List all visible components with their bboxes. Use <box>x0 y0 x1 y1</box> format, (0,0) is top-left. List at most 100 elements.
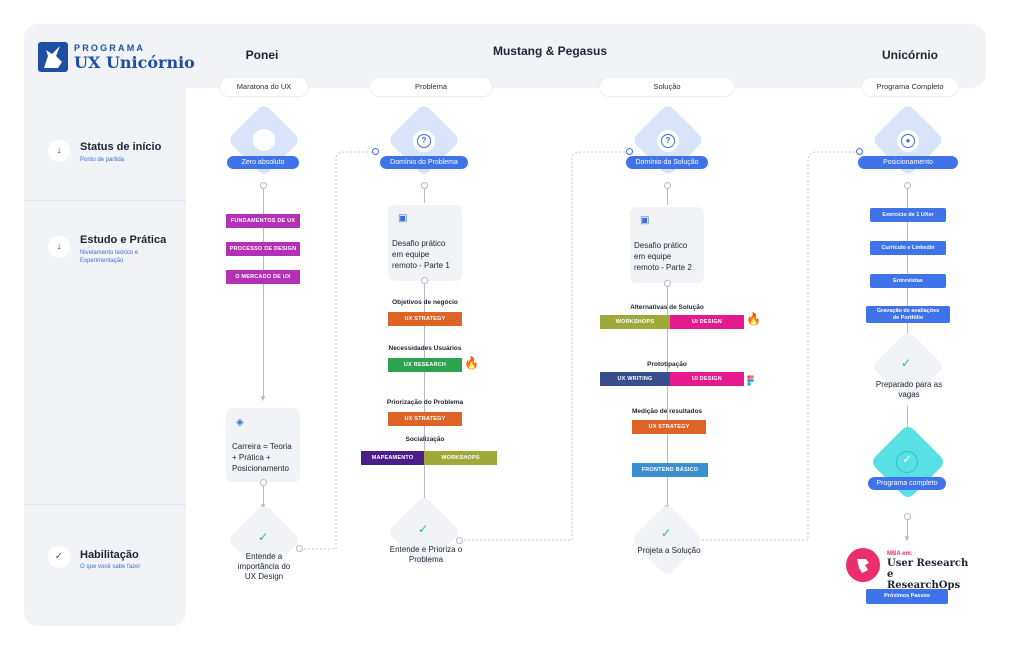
label-socializacao: Socialização <box>405 436 445 443</box>
arrow-down-icon: ▼ <box>903 534 911 543</box>
label-medicao: Medição de resultados <box>631 408 703 415</box>
arrow-down-icon: ↓ <box>48 236 70 258</box>
row-sub-habilitacao: O que você sabe fazer <box>80 564 141 570</box>
connector-line <box>263 189 264 397</box>
tag-mapeamento: MAPEAMENTO <box>361 451 424 465</box>
connector-line <box>667 189 668 205</box>
step-curriculo-linkedin: Currículo e Linkedin <box>870 241 946 255</box>
row-sub-status: Ponto de partida <box>80 157 125 163</box>
content-area <box>186 88 986 626</box>
tag-workshops: WORKSHOPS <box>600 315 670 329</box>
connector-node <box>296 545 303 552</box>
column-title-unicornio: Unicórnio <box>882 48 938 62</box>
end-text-solucao: Projeta a Solução <box>637 546 701 555</box>
arrow-down-icon: ▼ <box>259 394 267 403</box>
user-icon: ● <box>901 134 915 148</box>
connector-line <box>424 189 425 203</box>
logo-superscript: PROGRAMA <box>74 43 146 53</box>
tag-ux-strategy: UX STRATEGY <box>388 412 462 426</box>
pill-zero-absoluto: Zero absoluto <box>227 156 299 169</box>
task-card-desafio-2 <box>630 207 704 283</box>
step-entrevistas: Entrevistas <box>870 274 946 288</box>
check-icon: ✓ <box>258 530 269 544</box>
empty-circle-icon <box>253 129 275 151</box>
connector-node <box>664 182 671 189</box>
pill-solucao: Solução <box>600 78 734 96</box>
connector-node <box>626 148 633 155</box>
circle-bg <box>896 451 918 473</box>
task-text-desafio-2: Desafio prático em equipe remoto - Parte… <box>634 241 692 272</box>
connector-node <box>456 537 463 544</box>
label-prototipacao: Prototipação <box>647 361 687 368</box>
row-sub-estudo: Nivelamento teórico e Experimentação <box>80 250 139 264</box>
pill-dominio-solucao: Domínio da Solução <box>626 156 708 169</box>
mba-label: MBA em: <box>887 551 913 557</box>
mba-title: User Research e ResearchOps <box>887 558 969 591</box>
task-card-desafio-1 <box>388 205 462 281</box>
task-text-carreira: Carreira = Teoria + Prática + Posicionam… <box>232 442 292 473</box>
connector-node <box>664 280 671 287</box>
fire-icon: 🔥 <box>464 356 479 370</box>
pill-maratona: Maratona do UX <box>220 78 308 96</box>
row-title-estudo: Estudo e Prática <box>80 234 167 246</box>
row-divider <box>24 504 186 505</box>
label-necessidades: Necessidades Usuários <box>388 345 462 352</box>
label-priorizacao: Priorização do Problema <box>386 399 464 406</box>
check-icon: ✓ <box>902 452 913 466</box>
row-divider <box>24 200 186 201</box>
tag-workshops: WORKSHOPS <box>424 451 497 465</box>
calendar-icon: ▣ <box>398 213 408 224</box>
connector-line <box>424 284 425 498</box>
tag-fundamentos-ux: FUNDAMENTOS DE UX <box>226 214 300 228</box>
tag-ui-design: UI DESIGN <box>670 315 744 329</box>
connector-node <box>260 479 267 486</box>
check-icon: ✓ <box>901 356 912 370</box>
tag-ux-research: UX RESEARCH <box>388 358 462 372</box>
check-icon: ✓ <box>418 522 429 536</box>
tag-ux-strategy: UX STRATEGY <box>388 312 462 326</box>
check-icon: ✓ <box>48 546 70 568</box>
connector-node <box>372 148 379 155</box>
end-text-ponei: Entende a importância do UX Design <box>237 552 291 581</box>
pill-problema: Problema <box>370 78 492 96</box>
label-objetivos: Objetivos de negócio <box>392 299 458 306</box>
arrow-down-icon: ↓ <box>48 140 70 162</box>
tag-ui-design: UI DESIGN <box>670 372 744 386</box>
row-title-status: Status de início <box>80 141 162 153</box>
check-icon: ✓ <box>661 526 672 540</box>
step-gravacao-portfolio: Gravação de avaliações de Portfólio <box>866 306 950 323</box>
pill-programa-completo: Programa completo <box>868 477 946 490</box>
task-card-carreira <box>226 408 300 482</box>
tag-ux-strategy: UX STRATEGY <box>632 420 706 434</box>
fire-icon: 🔥 <box>746 312 761 326</box>
connector-line <box>667 287 668 505</box>
tag-frontend-basico: FRONTEND BÁSICO <box>632 463 708 477</box>
label-alternativas: Alternativas de Solução <box>630 304 704 311</box>
question-icon: ? <box>661 134 675 148</box>
column-title-mustang-pegasus: Mustang & Pegasus <box>492 44 608 58</box>
tag-processo-design: PROCESSO DE DESIGN <box>226 242 300 256</box>
tag-mercado-ux: O MERCADO DE UX <box>226 270 300 284</box>
connector-node <box>260 182 267 189</box>
left-panel <box>24 24 186 626</box>
pill-dominio-problema: Domínio do Problema <box>380 156 468 169</box>
unicorn-logo-icon <box>38 42 68 72</box>
connector-node <box>421 277 428 284</box>
connector-node <box>904 513 911 520</box>
connector-line <box>907 520 908 538</box>
connector-line <box>907 406 908 434</box>
connector-line <box>907 189 908 339</box>
pill-posicionamento: Posicionamento <box>858 156 958 169</box>
connector-node <box>856 148 863 155</box>
figma-icon <box>747 373 754 391</box>
pill-programa-completo: Programa Completo <box>862 78 958 96</box>
next-steps-button[interactable]: Próximos Passos <box>866 589 948 604</box>
task-text-desafio-1: Desafio prático em equipe remoto - Parte… <box>392 239 450 270</box>
logo-title: UX Unicórnio <box>74 53 195 72</box>
column-title-ponei: Ponei <box>245 48 279 62</box>
calendar-icon: ▣ <box>640 215 650 226</box>
end-text-problema: Entende e Prioriza o Problema <box>389 545 463 564</box>
layers-icon: ◈ <box>236 417 244 428</box>
